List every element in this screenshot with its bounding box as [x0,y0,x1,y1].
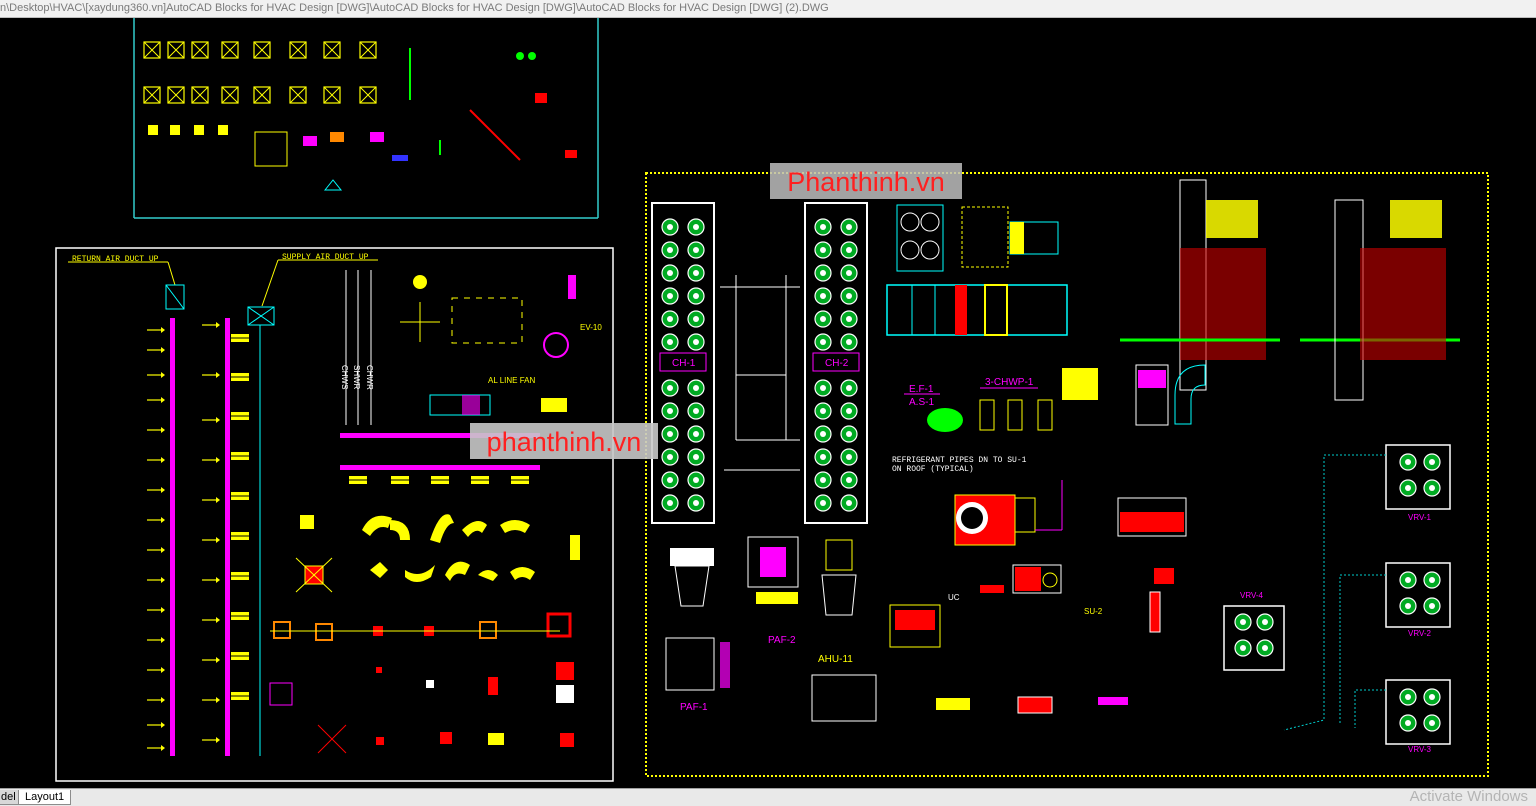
activate-windows-notice: Activate Windows [1409,788,1528,805]
watermark-group: Phanthinh.vn phanthinh.vn [470,163,962,459]
chwp-label: 3-CHWP-1 [985,377,1034,388]
refrigerant-label-2: ON ROOF (TYPICAL) [892,465,974,474]
watermark-top: Phanthinh.vn [787,167,945,197]
shwr-label: SHWR [352,365,361,390]
ch2-label: CH-2 [825,358,849,369]
ch1-label: CH-1 [672,358,696,369]
watermark-middle: phanthinh.vn [487,427,642,457]
equipment-sheet: CH-1 CH-2 [645,172,1489,777]
chwr-label: CHWR [365,365,374,390]
block-library-sheet [133,18,599,219]
return-duct-label: RETURN AIR DUCT UP [72,255,159,264]
refrigerant-label-1: REFRIGERANT PIPES DN TO SU-1 [892,456,1027,465]
vrv4-label: VRV-4 [1240,591,1264,600]
ahu11-label: AHU-11 [818,654,853,665]
vrv1-label: VRV-1 [1408,513,1432,522]
tab-layout1[interactable]: Layout1 [18,790,72,805]
ev10-label: EV-10 [580,323,602,332]
cad-drawing[interactable]: RETURN AIR DUCT UP SUPPLY AIR DUCT UP [0,18,1536,788]
paf1-label: PAF-1 [680,702,708,713]
ef1-label: E.F-1 [909,384,934,395]
al-line-fan-label: AL LINE FAN [488,376,536,385]
uc-label: UC [948,593,960,602]
supply-duct-label: SUPPLY AIR DUCT UP [282,253,369,262]
layout-tab-bar: del Layout1 [0,788,1536,806]
vrv2-label: VRV-2 [1408,629,1432,638]
drawing-canvas[interactable]: RETURN AIR DUCT UP SUPPLY AIR DUCT UP [0,18,1536,788]
window-title: n\Desktop\HVAC\[xaydung360.vn]AutoCAD Bl… [0,2,829,14]
as1-label: A.S-1 [909,397,934,408]
chws-label: CHWS [340,365,349,389]
window-title-bar: n\Desktop\HVAC\[xaydung360.vn]AutoCAD Bl… [0,0,1536,18]
paf2-label: PAF-2 [768,635,796,646]
vrv3-label: VRV-3 [1408,745,1432,754]
su2-label: SU-2 [1084,607,1103,616]
duct-riser-sheet: RETURN AIR DUCT UP SUPPLY AIR DUCT UP [55,247,614,782]
